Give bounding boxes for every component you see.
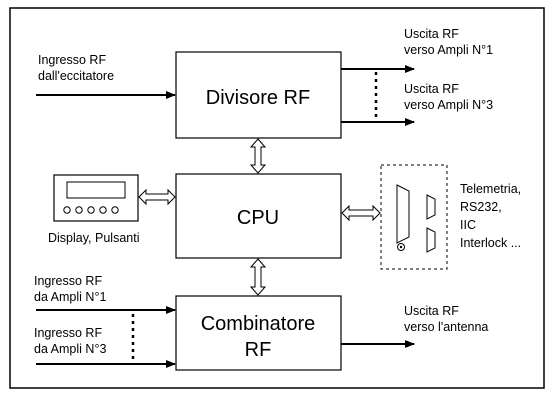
- input-ampli1-label-line2: da Ampli N°1: [34, 290, 106, 304]
- display-panel: [53, 174, 139, 222]
- button-icon: [87, 206, 95, 214]
- input-ampli3-label-line1: Ingresso RF: [34, 326, 102, 340]
- cpu-combinatore-link: [249, 258, 267, 296]
- divisore-rf-block: Divisore RF: [175, 51, 342, 139]
- button-icon: [111, 206, 119, 214]
- cpu-connectors-link: [341, 204, 381, 222]
- combinatore-rf-title-line1: Combinatore: [201, 313, 316, 335]
- input-ampli3-label-line2: da Ampli N°3: [34, 342, 106, 356]
- button-icon: [63, 206, 71, 214]
- button-icon: [99, 206, 107, 214]
- db25-connector-icon: [396, 184, 410, 244]
- rf-input-label-line2: dall'eccitatore: [38, 69, 114, 83]
- output-ampli3-label-line2: verso Ampli N°3: [404, 98, 493, 112]
- io-label-line1: Telemetria,: [460, 182, 521, 196]
- combinatore-rf-title-line2: RF: [245, 339, 272, 361]
- display-screen: [66, 181, 126, 199]
- antenna-output-label-line1: Uscita RF: [404, 304, 459, 318]
- divisore-rf-title: Divisore RF: [206, 87, 310, 109]
- output-ampli1-label-line2: verso Ampli N°1: [404, 43, 493, 57]
- rf-input-label-line1: Ingresso RF: [38, 53, 106, 67]
- display-cpu-link: [138, 188, 176, 206]
- output-ampli1-label-line1: Uscita RF: [404, 27, 459, 41]
- input-ampli1-label-line1: Ingresso RF: [34, 274, 102, 288]
- diagram-frame: [9, 7, 545, 389]
- combinatore-rf-block: Combinatore RF: [175, 295, 342, 371]
- io-label-line2: RS232,: [460, 200, 502, 214]
- display-label: Display, Pulsanti: [48, 231, 139, 245]
- db9-connector-icon: [426, 194, 436, 220]
- io-label-line3: IIC: [460, 218, 476, 232]
- io-label-line4: Interlock ...: [460, 236, 521, 250]
- cpu-title: CPU: [237, 207, 279, 229]
- button-icon: [75, 206, 83, 214]
- cpu-block: CPU: [175, 173, 342, 259]
- db9-connector-icon: [426, 227, 436, 253]
- io-connectors-box: [380, 164, 448, 270]
- divisore-cpu-link: [249, 138, 267, 174]
- output-ampli3-label-line1: Uscita RF: [404, 82, 459, 96]
- antenna-output-label-line2: verso l'antenna: [404, 320, 488, 334]
